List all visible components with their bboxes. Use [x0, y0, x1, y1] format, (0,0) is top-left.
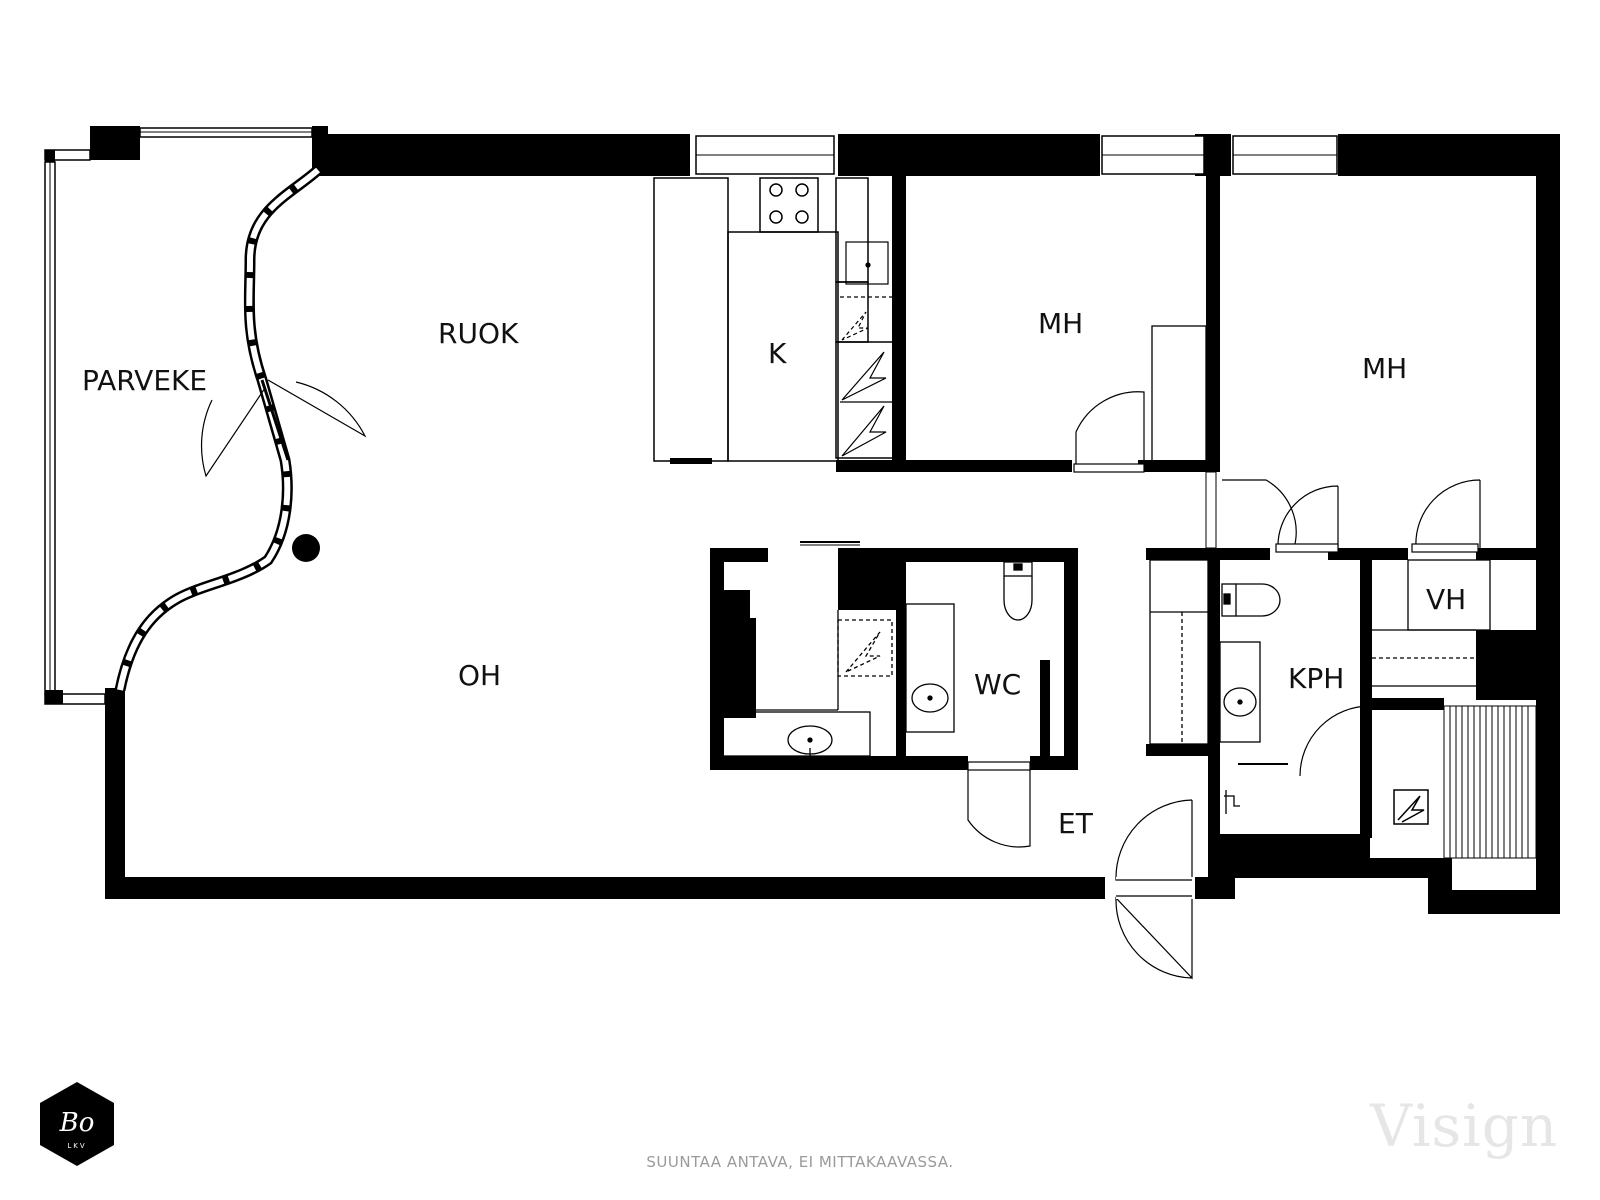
bo-lkv-logo: Bo LKV	[40, 1082, 114, 1166]
svg-text:Bo: Bo	[59, 1108, 95, 1138]
kph-sink-icon	[1223, 687, 1257, 717]
label-mh-2: MH	[1362, 352, 1407, 385]
label-kph: KPH	[1288, 662, 1344, 695]
core-room-fixtures	[719, 541, 893, 760]
shower-icon	[1224, 790, 1240, 814]
interior-walls	[710, 134, 1560, 878]
wall-balcony-corner2	[312, 126, 328, 172]
svg-text:LKV: LKV	[67, 1142, 86, 1150]
stairs	[1443, 705, 1537, 859]
column-post	[292, 534, 320, 562]
label-parveke: PARVEKE	[82, 364, 207, 397]
label-vh: VH	[1426, 583, 1466, 616]
kitchen-counters	[653, 177, 897, 462]
visign-watermark: Visign	[1370, 1092, 1559, 1160]
balcony-door	[200, 379, 367, 478]
kitchen-end-block	[670, 458, 712, 464]
kph-fixtures	[1149, 559, 1288, 814]
doors	[967, 391, 1481, 980]
window-frame-marks	[45, 150, 63, 704]
wc-sink-icon	[911, 683, 949, 713]
exterior-walls	[90, 126, 1560, 914]
balcony-glass-wall	[114, 165, 322, 692]
kph-toilet-icon	[1236, 583, 1281, 617]
wall-right	[1536, 134, 1560, 914]
vh-closet	[1372, 559, 1491, 687]
label-et: ET	[1058, 807, 1094, 840]
wall-left	[105, 690, 125, 899]
wall-bottom-step-h	[1225, 858, 1452, 878]
kitchen-sink-icon	[845, 241, 889, 285]
wc-toilet-tank	[1003, 561, 1033, 577]
label-wc: WC	[974, 668, 1021, 701]
toilet-icon	[1003, 576, 1033, 621]
label-oh: OH	[458, 659, 501, 692]
label-ruok: RUOK	[438, 317, 519, 350]
wc-vanity	[905, 603, 955, 733]
stove-icon	[769, 183, 809, 224]
electrical-panel-icon	[1393, 789, 1429, 825]
room-labels: PARVEKE RUOK K MH MH OH WC KPH VH ET	[82, 307, 1466, 840]
wall-balcony-corner	[90, 126, 140, 160]
wall-left-stub	[105, 688, 125, 698]
label-mh-1: MH	[1038, 307, 1083, 340]
fridge-icon	[840, 296, 894, 457]
wall-bottom-step-v2	[1218, 858, 1235, 898]
wall-bottom	[105, 877, 1105, 899]
wall-top-right	[1338, 134, 1560, 176]
label-k: K	[768, 337, 787, 370]
mh1-wardrobe	[1151, 325, 1207, 463]
wall-top-left	[318, 134, 690, 176]
wc-fixtures	[905, 561, 1033, 733]
windows	[44, 127, 1338, 705]
wall-top-mid	[838, 134, 1100, 176]
disclaimer-text: SUUNTAA ANTAVA, EI MITTAKAAVASSA.	[646, 1153, 954, 1171]
